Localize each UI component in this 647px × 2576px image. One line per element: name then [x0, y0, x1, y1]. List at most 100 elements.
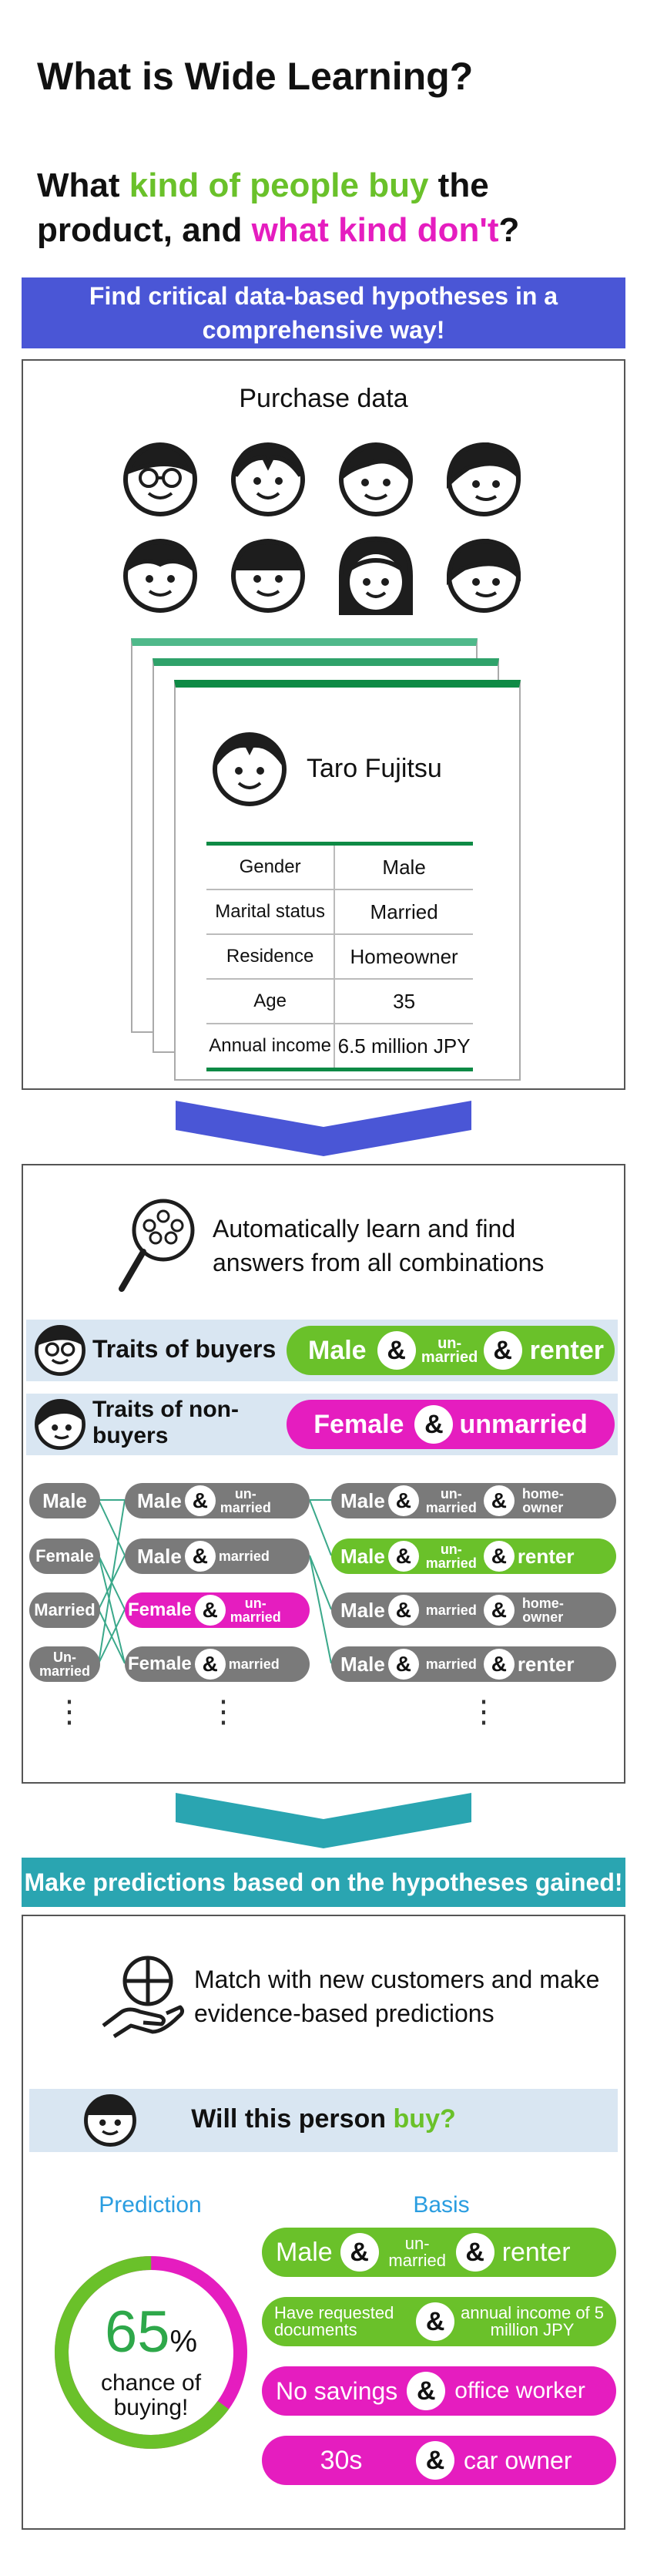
- prediction-panel: Match with new customers and make eviden…: [22, 1915, 625, 2530]
- pill-term: unmarried: [459, 1409, 588, 1439]
- face-icon: [231, 539, 305, 613]
- ampersand-icon: &: [387, 1649, 419, 1680]
- attr-value: 35: [334, 979, 473, 1024]
- basis-term: renter: [501, 2237, 571, 2267]
- ampersand-icon: &: [184, 1485, 216, 1516]
- probability-caption: chance of buying!: [100, 2370, 202, 2420]
- ampersand-icon: &: [483, 1331, 522, 1370]
- combo-term: married: [218, 1548, 270, 1564]
- combo-term: Male: [340, 1598, 385, 1622]
- combo-term: renter: [517, 1652, 575, 1676]
- page-title: What is Wide Learning?: [37, 55, 474, 98]
- attr-key: Age: [206, 979, 336, 1024]
- question-part: What: [37, 166, 129, 204]
- basis-term: No savings: [276, 2376, 398, 2405]
- ampersand-icon: &: [184, 1541, 216, 1572]
- ampersand-icon: &: [377, 1331, 416, 1370]
- basis-pill: Have requested documents & annual income…: [262, 2297, 616, 2346]
- pill-term: Male: [308, 1335, 367, 1365]
- combo-term: Male: [137, 1488, 182, 1512]
- face-icon: [35, 1399, 85, 1450]
- ampersand-icon: &: [387, 1541, 419, 1572]
- basis-pill: No savings & office worker: [262, 2366, 616, 2416]
- ellipsis: ⋮: [468, 1695, 499, 1729]
- combo-term: Female: [128, 1599, 192, 1620]
- basis-term: office worker: [454, 2378, 585, 2403]
- prediction-description: Match with new customers and make eviden…: [194, 1966, 600, 2027]
- percent-sign: %: [169, 2325, 198, 2359]
- face-icon: [231, 442, 305, 516]
- combo-term: home-owner: [521, 1596, 564, 1625]
- banner-hypotheses: Find critical data-based hypotheses in a…: [22, 277, 625, 348]
- attr-key: Annual income: [206, 1024, 336, 1068]
- combo-term: married: [425, 1656, 477, 1672]
- pill-term: Female: [313, 1409, 404, 1439]
- combo-single: Female: [29, 1539, 100, 1574]
- face-glasses-icon: [123, 442, 197, 516]
- combo-pair: Male&un-married: [125, 1483, 310, 1518]
- ampersand-icon: &: [483, 1649, 515, 1680]
- ampersand-icon: &: [387, 1595, 419, 1626]
- basis-pill: Male & un-married & renter: [262, 2228, 616, 2277]
- combo-single: Un-married: [29, 1646, 100, 1682]
- basis-term: Have requested documents: [274, 2303, 394, 2339]
- question-buy-highlight: buy?: [393, 2104, 456, 2134]
- learning-panel: Automatically learn and find answers fro…: [22, 1164, 625, 1784]
- nonbuyers-label: Traits of non-buyers: [92, 1397, 239, 1448]
- ampersand-icon: &: [416, 2302, 455, 2341]
- buyers-trait-pill: Male & un-married & renter: [287, 1326, 615, 1375]
- combo-term: Male: [340, 1544, 385, 1568]
- nonbuyers-row: Traits of non-buyers Female & unmarried: [26, 1394, 618, 1455]
- basis-term: 30s: [320, 2445, 363, 2475]
- learning-description: Automatically learn and find answers fro…: [213, 1215, 545, 1276]
- buyers-label: Traits of buyers: [92, 1335, 277, 1363]
- attr-value: 6.5 million JPY: [337, 1034, 471, 1058]
- ampersand-icon: &: [483, 1595, 515, 1626]
- face-glasses-icon: [35, 1325, 85, 1376]
- ampersand-icon: &: [387, 1485, 419, 1516]
- combo-triple: Male&married&renter: [331, 1646, 616, 1682]
- pill-term: un-married: [421, 1335, 478, 1366]
- probability-value: 65%: [51, 2299, 251, 2366]
- combo-term: Female: [128, 1653, 192, 1674]
- combo-term: un-married: [230, 1596, 281, 1625]
- chevron-down-icon: [176, 1101, 471, 1156]
- combo-term: Male: [340, 1652, 385, 1676]
- combination-links: [98, 1499, 332, 1664]
- magnifier-people-icon: [119, 1199, 195, 1292]
- question-highlight-dont: what kind don't: [251, 211, 499, 249]
- combo-term: home-owner: [521, 1486, 564, 1515]
- attr-value: Homeowner: [334, 934, 473, 980]
- basis-term: Male: [276, 2237, 333, 2267]
- face-icon: [84, 2094, 136, 2147]
- face-icon: [446, 538, 521, 613]
- ampersand-icon: &: [483, 1485, 515, 1516]
- face-icon: [123, 539, 197, 613]
- combo-single: Male: [29, 1483, 100, 1518]
- ampersand-icon: &: [194, 1649, 226, 1680]
- customer-faces: [123, 442, 521, 615]
- face-icon: [446, 442, 521, 516]
- combo-term: renter: [517, 1544, 575, 1568]
- banner-predictions: Make predictions based on the hypotheses…: [22, 1858, 625, 1907]
- combo-pair: Male&married: [125, 1539, 310, 1574]
- question-part: ?: [498, 211, 520, 249]
- banner-text: Find critical data-based hypotheses in a…: [89, 282, 558, 344]
- combo-triple: Male&un-married&renter: [331, 1539, 616, 1574]
- taro-face-icon: [213, 732, 287, 806]
- combo-pair: Female&married: [125, 1646, 310, 1682]
- ampersand-icon: &: [194, 1595, 226, 1626]
- question-will-buy: Will this person buy?: [29, 2104, 618, 2134]
- attr-value: Married: [334, 889, 473, 935]
- purchase-data-title: Purchase data: [239, 384, 408, 413]
- probability-donut: [54, 2256, 247, 2449]
- attr-key: Residence: [206, 934, 336, 980]
- percent-number: 65: [104, 2299, 170, 2365]
- question-text: What kind of people buy the product, and…: [37, 163, 622, 253]
